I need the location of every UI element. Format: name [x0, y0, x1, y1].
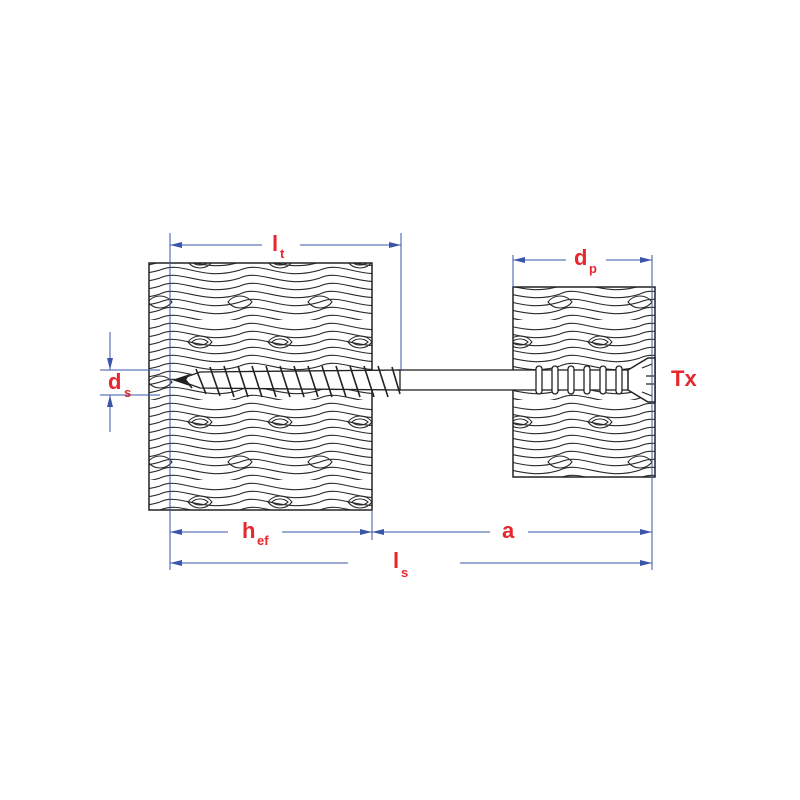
- label-hef-main: h: [242, 518, 255, 543]
- label-ls-sub: s: [401, 565, 408, 580]
- dimension-a: a: [372, 518, 652, 543]
- extension-lines: [100, 233, 653, 570]
- label-ds-sub: s: [124, 385, 131, 400]
- dimension-lt: l t: [170, 231, 401, 261]
- label-lt-sub: t: [280, 246, 285, 261]
- dimension-dp: d p: [513, 245, 652, 276]
- screw: [172, 357, 656, 403]
- dimension-ls: l s: [170, 548, 652, 580]
- dimension-hef: h ef: [170, 518, 372, 548]
- label-tx: Tx: [671, 366, 697, 391]
- label-hef-sub: ef: [257, 533, 269, 548]
- label-ds-main: d: [108, 369, 121, 394]
- label-dp-main: d: [574, 245, 587, 270]
- label-ls-main: l: [393, 548, 399, 573]
- dimension-ds: d s: [107, 332, 131, 432]
- label-lt-main: l: [272, 231, 278, 256]
- label-dp-sub: p: [589, 261, 597, 276]
- label-a: a: [502, 518, 515, 543]
